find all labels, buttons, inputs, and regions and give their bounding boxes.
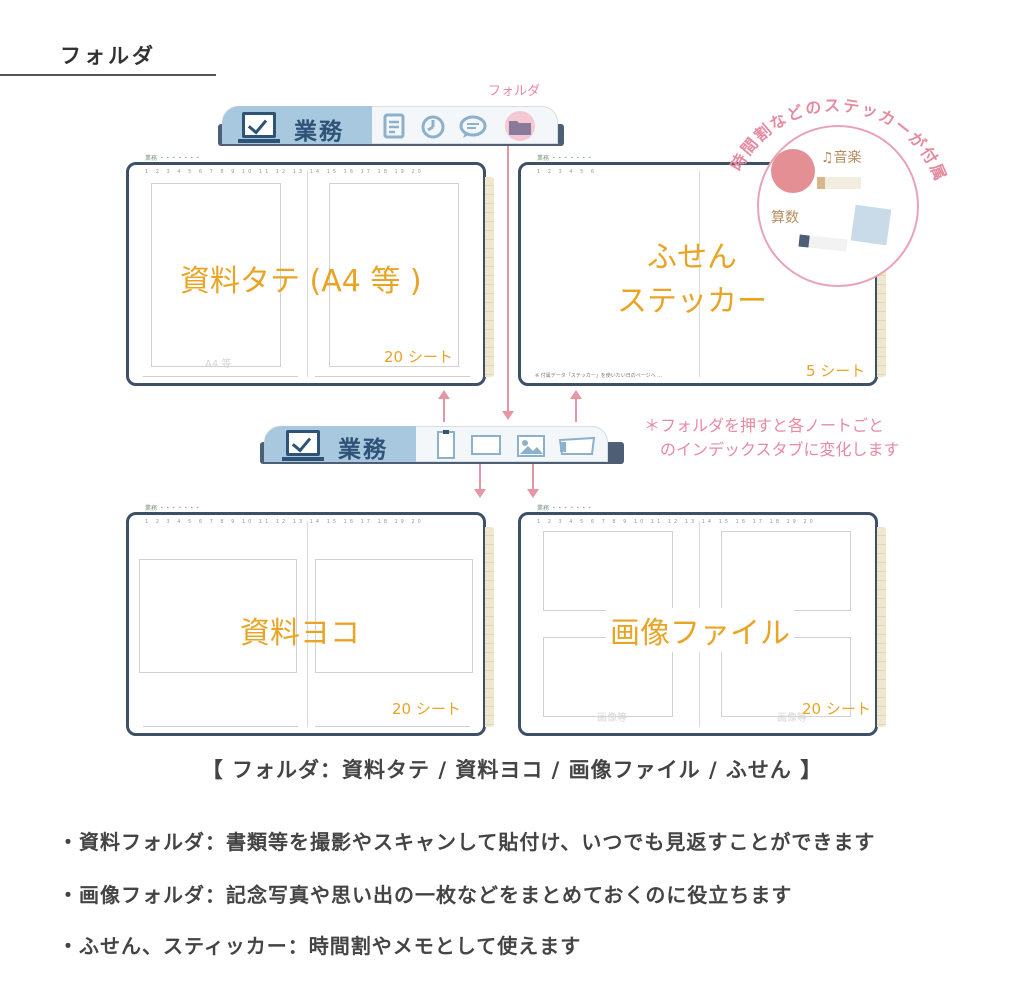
sheet-count: 20 シート [392,700,461,718]
bullet-item: ・ふせん、スティッカー：時間割やメモとして使えます [58,934,582,958]
notebook-title: ふせん ステッカー [592,236,792,324]
sticker-arc-label: 時間割などのステッカーが付属 [727,96,951,185]
landscape-page-icon[interactable] [470,434,502,456]
notebook-tate[interactable]: 業務 ・・・・・・・ 1 2 3 4 5 6 7 8 9 10 11 12 13… [126,155,494,386]
image-frame [543,531,673,611]
note-line-2: のインデックスタブに変化します [660,440,900,459]
arrow-down [474,462,486,498]
math-label: 算数 [771,210,799,226]
index-tab-strip[interactable] [877,527,886,727]
bullet-item: ・画像フォルダ：記念写真や思い出の一枚などをまとめておくのに役立ちます [58,883,793,907]
faint-label: A4 等 [205,359,232,370]
tab-label: 業務 [338,437,388,463]
index-tab-strip[interactable] [485,177,494,377]
title-line-2: ステッカー [617,284,767,319]
sticky-note-icon[interactable] [558,436,598,456]
round-sticker [771,149,815,193]
image-frame [721,531,851,611]
index-tabbar[interactable]: 業務 [260,424,624,468]
chat-bubble-icon[interactable] [458,114,488,140]
folder-icon[interactable] [502,110,538,142]
arrow-down [527,462,539,498]
folder-behavior-note: ＊フォルダを押すと各ノートごと のインデックスタブに変化します [644,414,900,462]
note-line-1: ＊フォルダを押すと各ノートごと [644,416,885,435]
notebook-yoko[interactable]: 業務 ・・・・・・・ 1 2 3 4 5 6 7 8 9 10 11 12 13… [126,505,494,736]
section-divider [0,74,216,76]
sheet-count: 20 シート [802,700,871,718]
folder-icon-label: フォルダ [488,84,541,99]
top-folder-tabbar[interactable]: 業務 [218,104,568,160]
section-title: フォルダ [60,44,156,68]
figure-caption: 【 フォルダ：資料タテ / 資料ヨコ / 画像ファイル / ふせん 】 [201,758,823,782]
sheet-count: 5 シート [806,362,866,380]
sheet-count: 20 シート [384,348,453,366]
svg-text:時間割などのステッカーが付属: 時間割などのステッカーが付属 [727,96,951,185]
checkbox-icon [286,430,320,456]
sticker-preview-circle: ♫音楽 算数 [757,125,919,287]
faint-label: 画像等 [777,713,807,724]
notebook-title: 画像ファイル [606,608,794,652]
bullet-item: ・資料フォルダ：書類等を撮影やスキャンして貼付け、いつでも見返すことができます [58,830,876,854]
checkbox-icon [242,112,276,138]
notebook-title: 資料タテ (A4 等 ) [180,264,422,299]
page-frame [139,559,297,673]
portrait-page-icon[interactable] [436,430,456,460]
page-frame [329,183,459,367]
page-frame [151,183,281,367]
arrow-up [570,390,582,422]
tape-sticker [817,177,861,189]
index-tab-strip[interactable] [485,527,494,727]
faint-label: 画像等 [597,713,627,724]
clock-icon[interactable] [420,114,446,140]
notebook-title: 資料ヨコ [240,616,360,651]
image-icon[interactable] [516,434,546,458]
title-line-1: ふせん [647,240,737,275]
document-icon[interactable] [383,113,405,139]
fusen-note: ※ 付属データ「ステッカー」を使いたい日のページへ ... [535,373,663,379]
arrow-up [438,390,450,422]
page-frame [315,559,473,673]
arrow-down [502,146,514,420]
index-tab-strip[interactable] [877,177,886,377]
music-label: ♫音楽 [821,150,862,166]
tab-label: 業務 [294,119,344,145]
